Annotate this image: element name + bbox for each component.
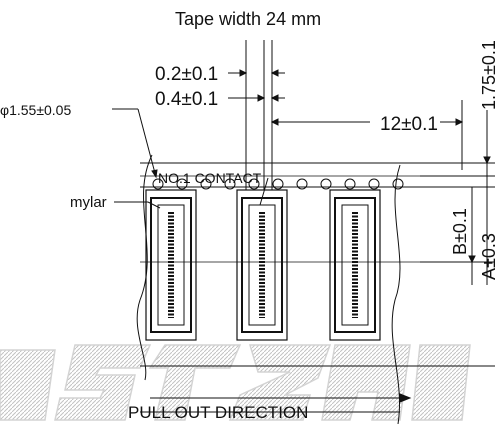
watermark [0, 344, 471, 421]
sprocket-holes [152, 178, 404, 190]
pocket-1 [145, 189, 197, 341]
dim-b: B±0.1 [450, 208, 470, 255]
dim-edge: 1.75±0.1 [479, 40, 495, 110]
mylar-label: mylar [70, 194, 107, 211]
direction-label: PULL OUT DIRECTION [128, 403, 308, 422]
dim-hole-diameter: φ1.55±0.05 [0, 102, 71, 118]
title: Tape width 24 mm [175, 9, 321, 29]
pocket-2 [236, 189, 288, 341]
left-break-line [136, 154, 153, 381]
pocket-3 [329, 189, 381, 341]
contact-label: NO.1 CONTACT [158, 170, 262, 186]
dim-pitch-c: 12±0.1 [380, 114, 438, 135]
dim-pitch-b: 0.4±0.1 [155, 89, 218, 110]
dim-a: A±0.3 [479, 233, 495, 280]
right-break-line [391, 164, 401, 424]
dim-pitch-a: 0.2±0.1 [155, 64, 218, 85]
